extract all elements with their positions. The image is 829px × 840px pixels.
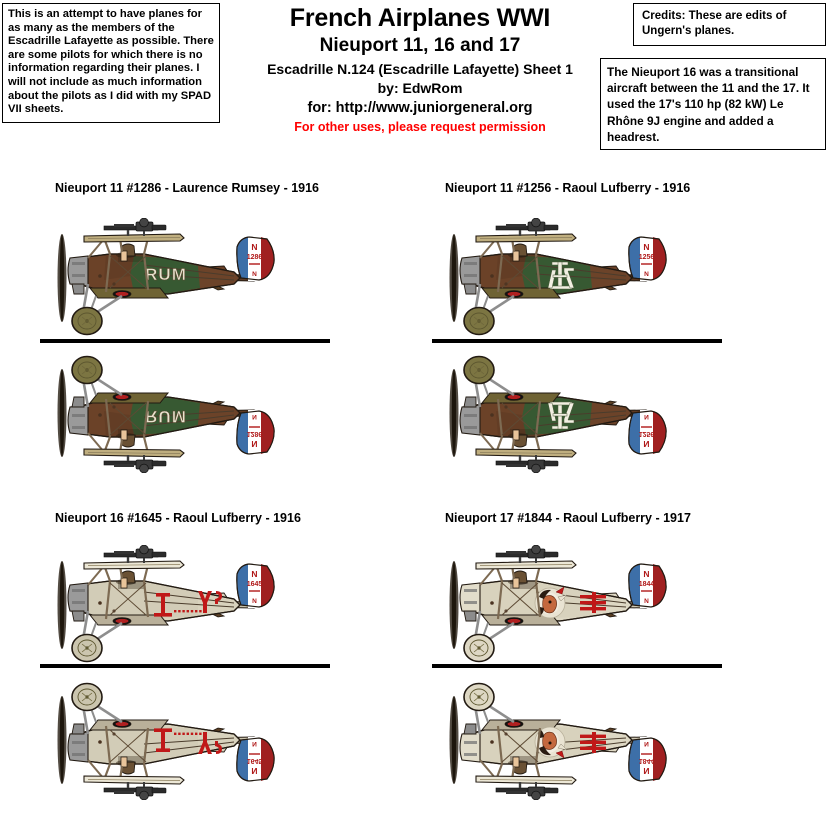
masthead: French Airplanes WWI Nieuport 11, 16 and… (225, 0, 615, 134)
svg-text:1286: 1286 (247, 430, 263, 437)
svg-text:1645: 1645 (247, 581, 263, 588)
plane-caption-1: Nieuport 11 #1286 - Laurence Rumsey - 19… (55, 181, 320, 195)
credits-text: Credits: These are edits of Ungern's pla… (642, 10, 787, 37)
svg-text:N: N (251, 569, 257, 579)
svg-text:N: N (252, 740, 257, 747)
svg-text:1844: 1844 (639, 581, 655, 588)
nieuport16-info-box: The Nieuport 16 was a transitional aircr… (600, 58, 826, 150)
svg-text:1645: 1645 (247, 757, 263, 764)
svg-text:N: N (644, 740, 649, 747)
nieuport16-info-text: The Nieuport 16 was a transitional aircr… (607, 65, 810, 144)
svg-text:1844: 1844 (639, 757, 655, 764)
website-line: for: http://www.juniorgeneral.org (307, 100, 533, 116)
svg-text:N: N (644, 271, 649, 278)
svg-text:N: N (644, 413, 649, 420)
intro-note-text: This is an attempt to have planes for as… (8, 8, 214, 116)
plane-caption-2: Nieuport 11 #1256 - Raoul Lufberry - 191… (445, 181, 691, 195)
svg-text:N: N (643, 242, 649, 252)
credits-box: Credits: These are edits of Ungern's pla… (633, 3, 826, 46)
svg-text:N: N (643, 439, 649, 449)
fold-line-1 (40, 339, 330, 343)
svg-text:N: N (643, 766, 649, 776)
svg-text:N: N (643, 569, 649, 579)
intro-note-box: This is an attempt to have planes for as… (2, 3, 220, 123)
svg-text:1256: 1256 (639, 254, 655, 261)
plane-caption-4: Nieuport 17 #1844 - Raoul Lufberry - 191… (445, 511, 691, 525)
svg-text:N: N (251, 439, 257, 449)
svg-text:N: N (251, 242, 257, 252)
svg-text:RUM: RUM (145, 407, 187, 426)
plane-caption-3: Nieuport 16 #1645 - Raoul Lufberry - 191… (55, 511, 301, 525)
author-line: by: EdwRom (377, 80, 463, 96)
svg-text:N: N (251, 766, 257, 776)
svg-text:N: N (252, 598, 257, 605)
svg-text:RUM: RUM (145, 265, 187, 284)
fold-line-3 (40, 664, 330, 668)
fold-line-2 (432, 339, 722, 343)
svg-text:1256: 1256 (639, 430, 655, 437)
page-subtitle: Nieuport 11, 16 and 17 (319, 35, 521, 56)
svg-text:1286: 1286 (247, 254, 263, 261)
svg-text:N: N (252, 413, 257, 420)
svg-text:N: N (644, 598, 649, 605)
page-title: French Airplanes WWI (289, 4, 551, 32)
svg-text:N: N (252, 271, 257, 278)
escadrille-line: Escadrille N.124 (Escadrille Lafayette) … (267, 61, 573, 77)
fold-line-4 (432, 664, 722, 668)
permission-line: For other uses, please request permissio… (294, 120, 546, 134)
